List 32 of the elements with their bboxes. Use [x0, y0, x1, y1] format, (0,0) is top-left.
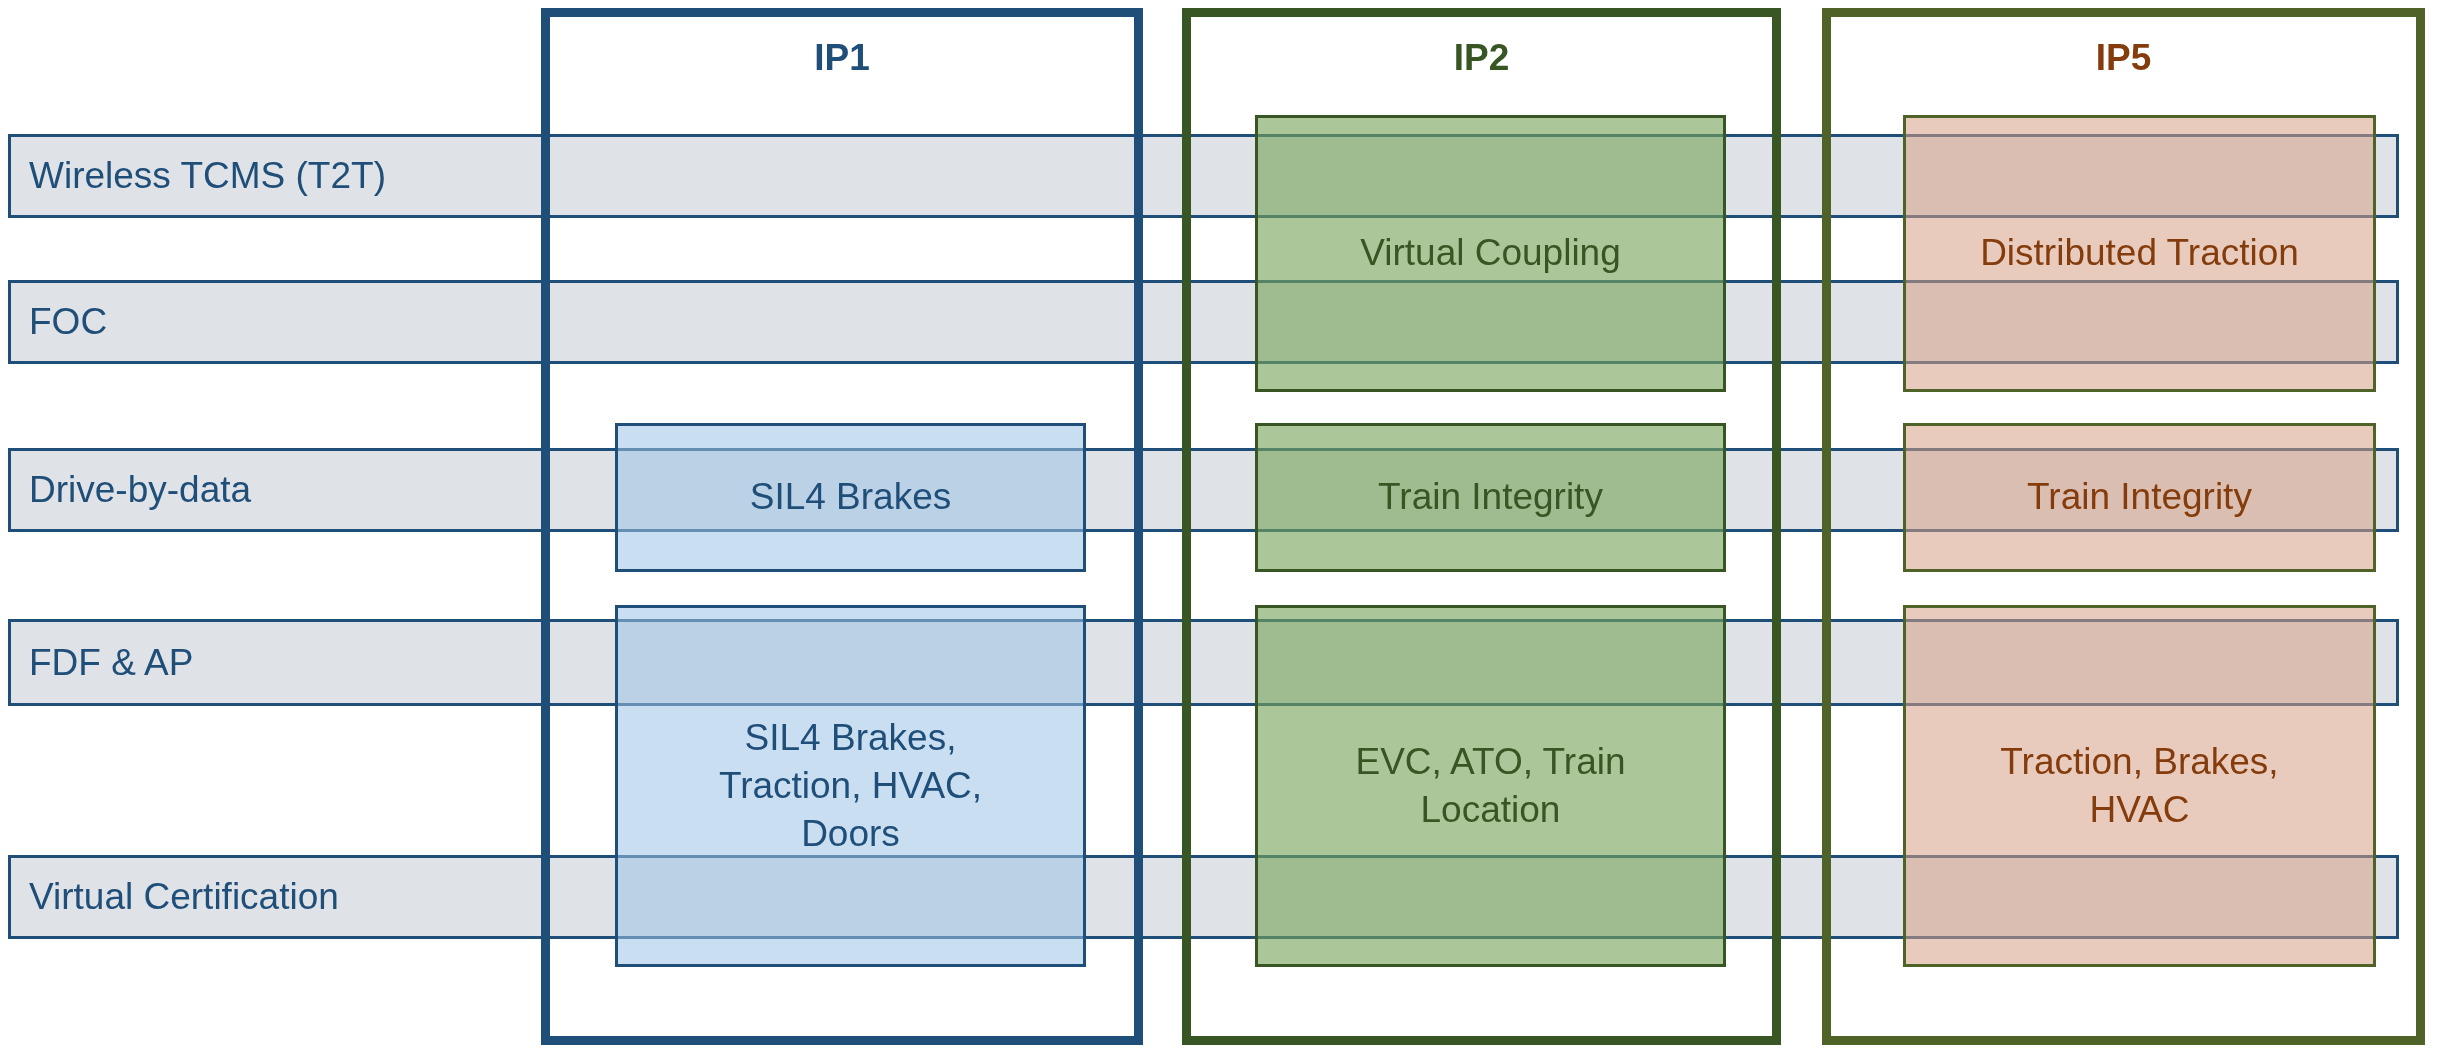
box-label: Traction, Brakes, HVAC [1999, 739, 2280, 832]
function-box [615, 423, 1086, 572]
column-frame [1822, 8, 2425, 1045]
box-label: SIL4 Brakes [748, 475, 953, 520]
column-frame [541, 8, 1143, 1045]
box-label: Distributed Traction [1979, 231, 2300, 276]
box-label: Virtual Coupling [1359, 231, 1622, 276]
column-frame [1182, 8, 1781, 1045]
function-box [1255, 423, 1726, 572]
function-box [1903, 423, 2376, 572]
technology-band [8, 280, 2399, 364]
box-label: SIL4 Brakes, Traction, HVAC, Doors [717, 715, 984, 857]
band-label: Virtual Certification [28, 876, 339, 918]
band-label: FDF & AP [28, 641, 194, 684]
band-label: FOC [28, 301, 108, 343]
band-label: Wireless TCMS (T2T) [28, 155, 386, 197]
technology-band [8, 134, 2399, 218]
band-label: Drive-by-data [28, 469, 252, 511]
box-label: Train Integrity [2026, 475, 2253, 520]
technology-band [8, 448, 2399, 532]
technology-band [8, 855, 2399, 939]
box-label: EVC, ATO, Train Location [1354, 739, 1627, 832]
technology-band [8, 619, 2399, 706]
function-box [1903, 115, 2376, 392]
box-label: Train Integrity [1377, 475, 1604, 520]
function-box [1903, 605, 2376, 967]
column-heading: IP1 [813, 37, 871, 79]
function-box [1255, 605, 1726, 967]
function-box [1255, 115, 1726, 392]
column-heading: IP2 [1452, 37, 1511, 79]
column-heading: IP5 [2094, 37, 2153, 79]
function-box [615, 605, 1086, 967]
